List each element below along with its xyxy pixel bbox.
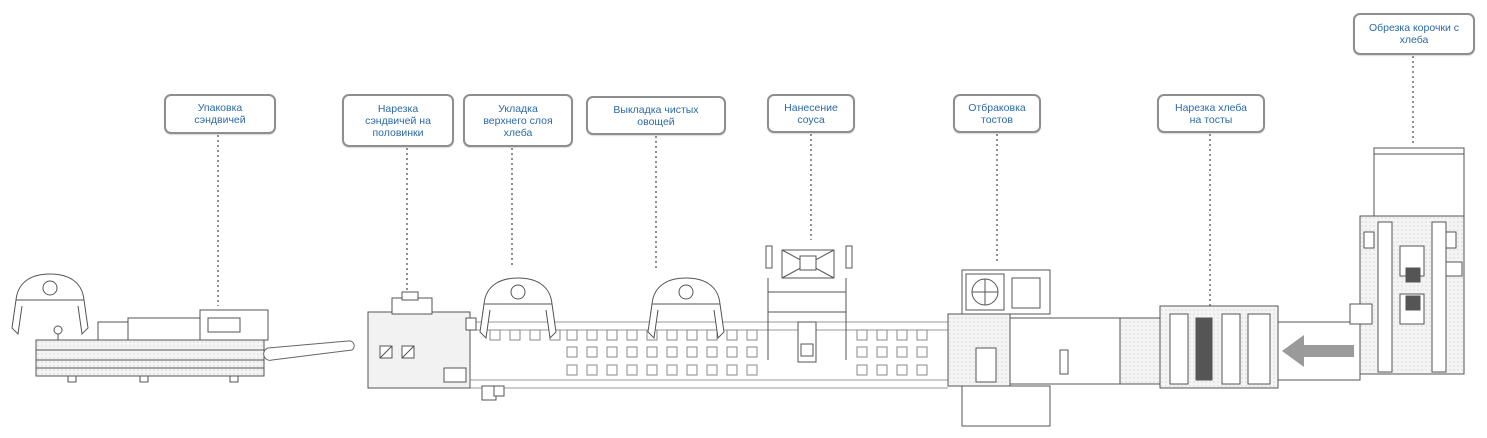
reject-station <box>947 269 1121 427</box>
sauce-dispenser <box>765 245 853 363</box>
station-label-text: Нарезка сэндвичей на половинки <box>365 102 431 139</box>
operator-1 <box>11 273 89 336</box>
station-label-text: Упаковка сэндвичей <box>194 102 246 126</box>
station-label-veg: Выкладка чистых овощей <box>586 96 726 135</box>
leader-lines <box>217 56 1414 306</box>
station-label-text: Укладка верхнего слоя хлеба <box>483 102 553 139</box>
station-label-sauce: Нанесение соуса <box>767 94 855 133</box>
sandwich-grid <box>489 329 928 376</box>
operator-2 <box>479 277 557 340</box>
station-label-text: Нарезка хлеба на тосты <box>1175 101 1247 126</box>
packaging-machine <box>35 309 269 383</box>
crust-trimmer <box>1349 147 1465 375</box>
station-label-text: Нанесение соуса <box>784 101 838 126</box>
transfer-belt <box>263 340 355 361</box>
cutting-machine <box>367 291 505 401</box>
station-label-text: Отбраковка тостов <box>968 101 1026 126</box>
station-label-cut: Нарезка сэндвичей на половинки <box>342 94 454 147</box>
station-label-slice: Нарезка хлеба на тосты <box>1157 94 1265 133</box>
station-label-crust: Обрезка корочки с хлеба <box>1353 13 1475 55</box>
operator-3 <box>647 277 725 340</box>
flow-arrow <box>1282 335 1354 367</box>
station-label-text: Выкладка чистых овощей <box>613 103 699 128</box>
station-label-reject: Отбраковка тостов <box>953 94 1041 133</box>
bread-slicer <box>1119 305 1361 389</box>
station-label-top: Укладка верхнего слоя хлеба <box>463 94 573 147</box>
station-label-text: Обрезка корочки с хлеба <box>1368 22 1460 46</box>
station-label-wrap: Упаковка сэндвичей <box>164 94 276 134</box>
